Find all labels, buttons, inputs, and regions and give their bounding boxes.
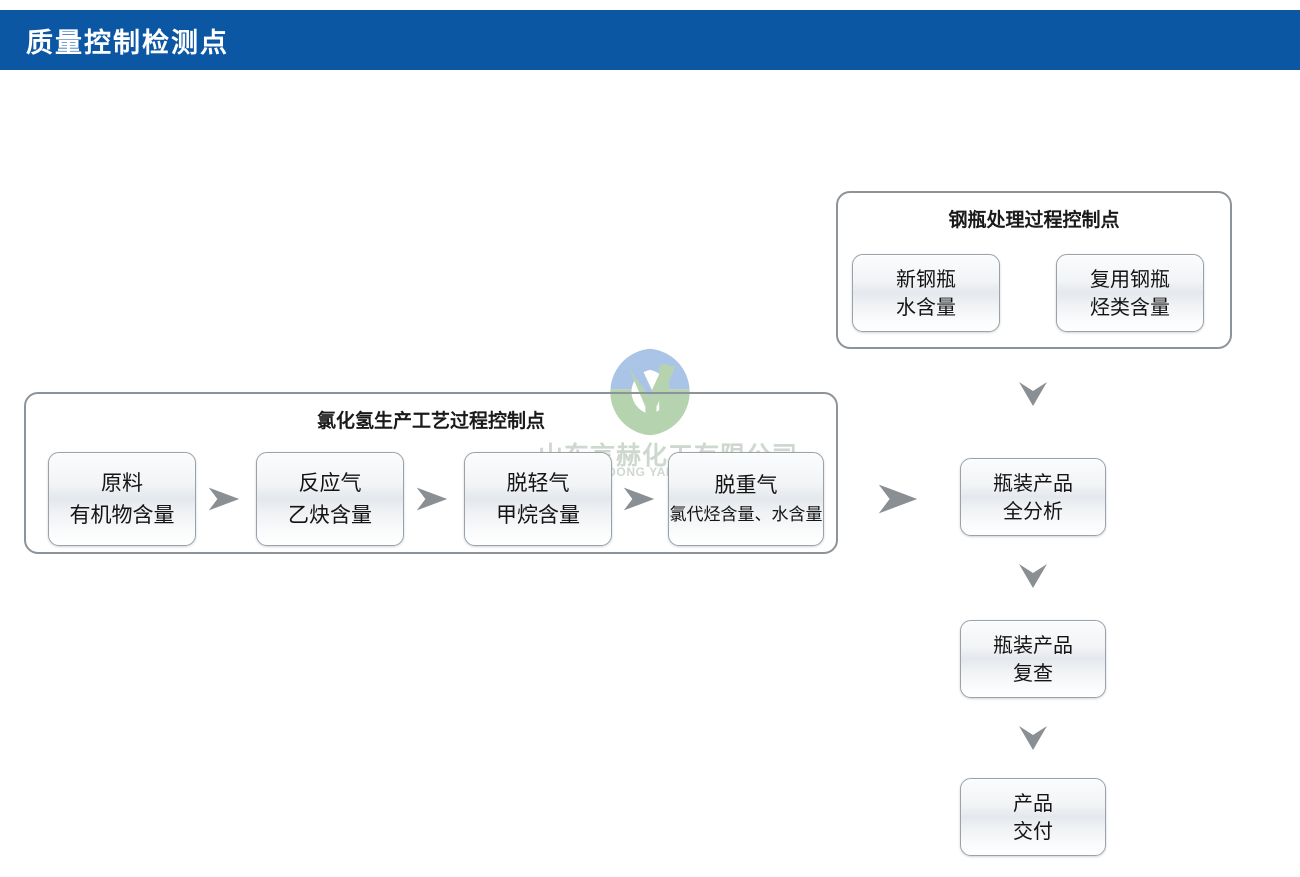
process-group-title: 氯化氢生产工艺过程控制点 [316, 410, 545, 432]
arrow-right-icon [874, 478, 922, 520]
node-bottled-product-full-analysis-line1: 瓶装产品 [993, 471, 1073, 495]
node-bottled-product-full-analysis[interactable]: 瓶装产品 全分析 [960, 458, 1106, 536]
node-light-gas-removal-line1: 脱轻气 [506, 470, 570, 495]
node-raw-material[interactable]: 原料 有机物含量 [48, 452, 196, 546]
node-product-delivery[interactable]: 产品 交付 [960, 778, 1106, 856]
node-bottled-product-recheck-line2: 复查 [1013, 661, 1053, 685]
node-product-delivery-line2: 交付 [1013, 819, 1053, 843]
node-new-cylinder[interactable]: 新钢瓶 水含量 [852, 254, 1000, 332]
node-heavy-gas-removal-line2: 氯代烃含量、水含量 [669, 504, 823, 525]
node-raw-material-line2: 有机物含量 [69, 502, 175, 527]
node-new-cylinder-line2: 水含量 [896, 295, 956, 319]
node-heavy-gas-removal[interactable]: 脱重气 氯代烃含量、水含量 [668, 452, 824, 546]
page-title: 质量控制检测点 [26, 27, 229, 59]
node-reuse-cylinder-line1: 复用钢瓶 [1090, 267, 1170, 291]
node-bottled-product-recheck[interactable]: 瓶装产品 复查 [960, 620, 1106, 698]
node-heavy-gas-removal-line1: 脱重气 [714, 472, 778, 497]
node-reaction-gas-line1: 反应气 [298, 470, 362, 495]
node-reaction-gas-line2: 乙炔含量 [288, 502, 372, 527]
hcl-production-process-group: 氯化氢生产工艺过程控制点 [24, 392, 838, 554]
node-reuse-cylinder[interactable]: 复用钢瓶 烃类含量 [1056, 254, 1204, 332]
node-light-gas-removal[interactable]: 脱轻气 甲烷含量 [464, 452, 612, 546]
node-new-cylinder-line1: 新钢瓶 [896, 267, 956, 291]
node-light-gas-removal-line2: 甲烷含量 [496, 502, 580, 527]
arrow-right-icon [620, 482, 658, 516]
cylinder-group-title: 钢瓶处理过程控制点 [948, 209, 1120, 231]
node-reaction-gas[interactable]: 反应气 乙炔含量 [256, 452, 404, 546]
arrow-right-icon [205, 482, 243, 516]
node-bottled-product-full-analysis-line2: 全分析 [1003, 499, 1063, 523]
node-bottled-product-recheck-line1: 瓶装产品 [993, 633, 1073, 657]
page-header-bar: 质量控制检测点 [0, 10, 1300, 70]
arrow-down-icon [1016, 378, 1050, 408]
arrow-right-icon [413, 482, 451, 516]
arrow-down-icon [1016, 722, 1050, 752]
node-product-delivery-line1: 产品 [1013, 791, 1053, 815]
arrow-down-icon [1016, 560, 1050, 590]
node-reuse-cylinder-line2: 烃类含量 [1090, 295, 1170, 319]
cylinder-process-group: 钢瓶处理过程控制点 [836, 191, 1232, 349]
node-raw-material-line1: 原料 [101, 470, 143, 495]
